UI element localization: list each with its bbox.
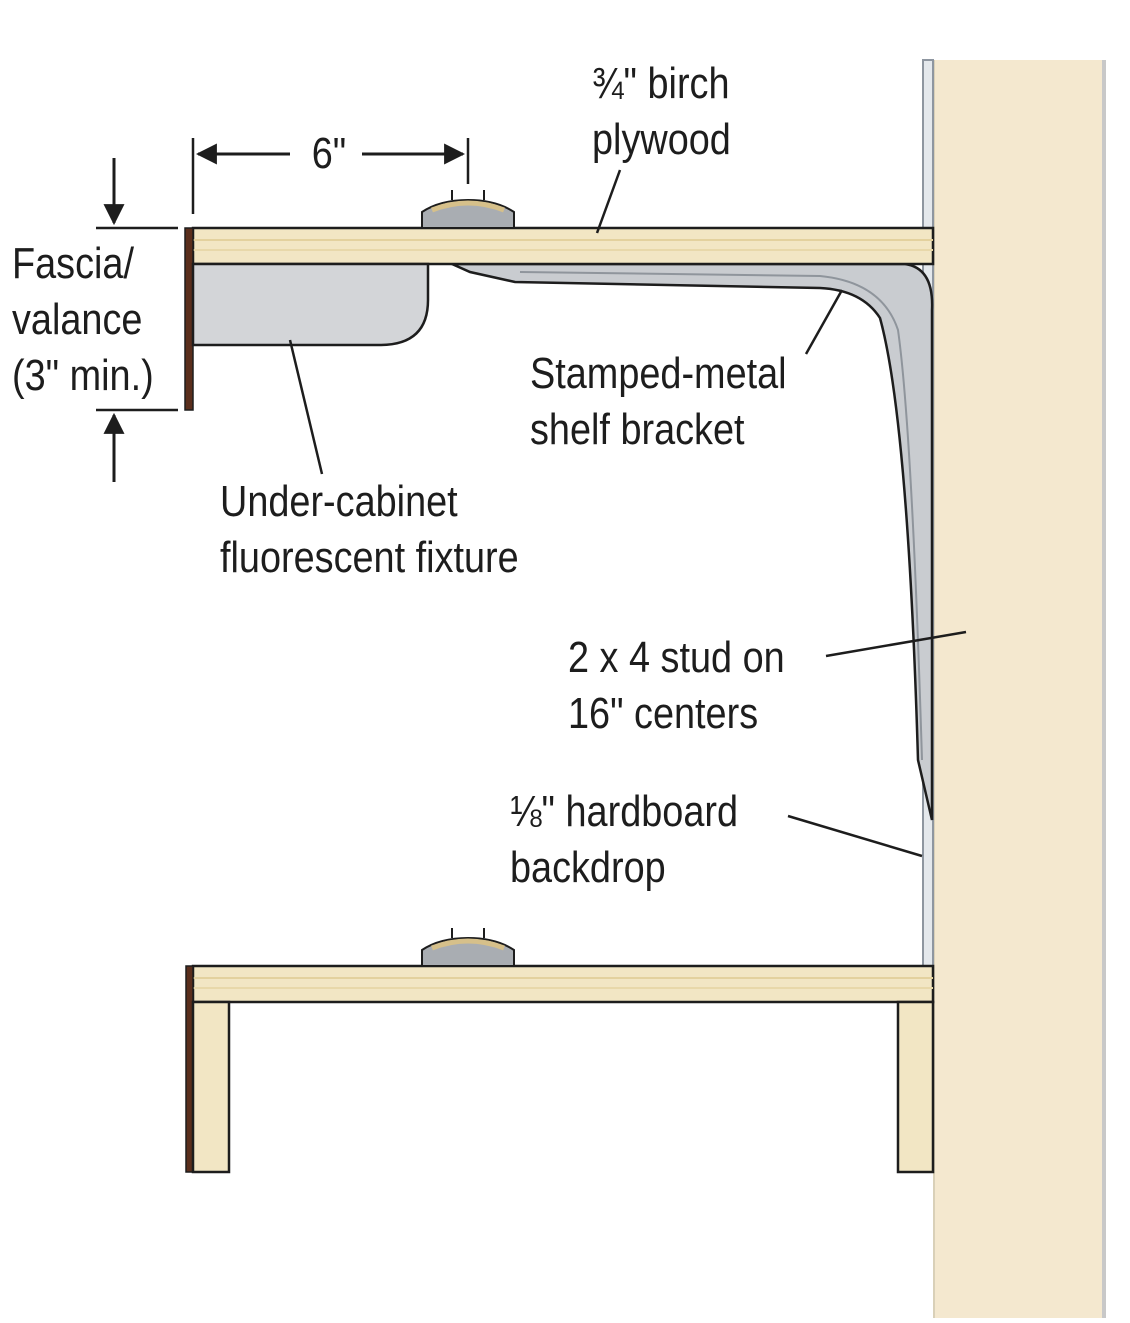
- leader-hardboard: [787, 814, 923, 858]
- label-bracket: Stamped-metal shelf bracket: [530, 349, 787, 454]
- lower-left-support: [191, 1000, 231, 1174]
- fluorescent-fixture: [191, 262, 430, 347]
- leader-stud: [825, 630, 967, 658]
- shelf-bracket: [451, 262, 934, 821]
- lower-right-support: [896, 1000, 935, 1174]
- label-stud: 2 x 4 stud on 16" centers: [568, 633, 785, 738]
- shelf-bracket-crease: [519, 271, 923, 761]
- leader-bracket: [804, 289, 844, 355]
- label-fascia-valance: Fascia/ valance (3" min.): [12, 239, 154, 400]
- label-hardboard: ⅛" hardboard backdrop: [510, 787, 739, 892]
- label-fixture: Under-cabinet fluorescent fixture: [220, 477, 519, 582]
- upper-shelf: [191, 226, 935, 266]
- stud: [934, 60, 1106, 1318]
- label-dimension-6: 6": [310, 126, 348, 182]
- upper-shelf-pin: [421, 190, 515, 229]
- lower-shelf: [191, 964, 935, 1004]
- lower-shelf-pin: [421, 928, 515, 967]
- leader-plywood: [595, 169, 622, 234]
- leader-fixture: [288, 339, 324, 475]
- label-birch-plywood: ¾" birch plywood: [592, 59, 731, 164]
